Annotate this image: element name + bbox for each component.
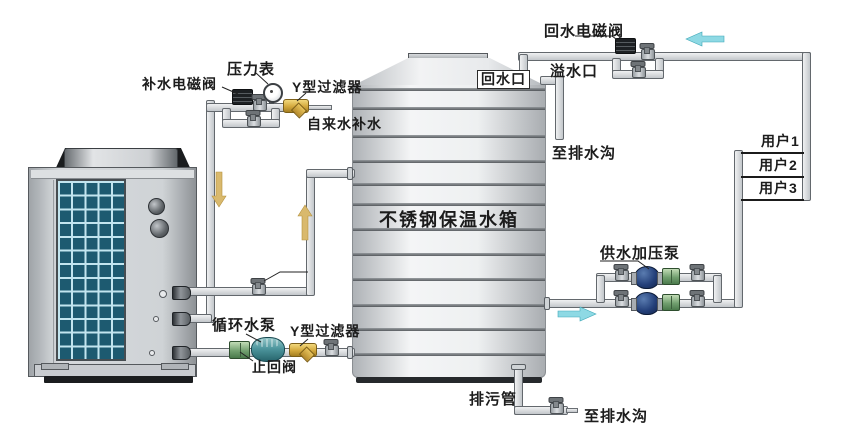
pipe-booster-riser-left [596, 275, 605, 303]
user-branch-line-1 [741, 152, 804, 154]
pipe-tap-water-inlet [306, 105, 332, 110]
booster-lower-valve-left-icon [613, 290, 629, 307]
pipe-drain-outlet [566, 408, 578, 413]
pressure-gauge-icon [263, 83, 283, 103]
label-check-valve: 止回阀 [252, 359, 297, 375]
circulation-valve-icon [323, 339, 339, 356]
pipe-tank-inlet [306, 169, 355, 178]
label-y-filter-bottom: Y型过滤器 [290, 323, 361, 339]
label-return-water-port: 回水口 [477, 70, 530, 89]
heat-pump-dot-3 [149, 350, 155, 356]
heat-pump-dot-1 [159, 290, 167, 298]
booster-pump-upper-icon [631, 266, 663, 289]
heat-pump-side-panel [40, 180, 54, 366]
heat-pump-port-middle [172, 312, 191, 326]
flow-arrow-right-icon [557, 306, 597, 322]
pipe-users-right [802, 52, 811, 201]
label-return-solenoid-valve: 回水电磁阀 [544, 23, 625, 40]
tank-rib [353, 203, 545, 206]
label-user-3: 用户3 [759, 180, 798, 196]
label-tap-water-makeup: 自来水补水 [307, 116, 382, 132]
heat-pump-evaporator-grille [56, 179, 126, 361]
tank-rib [353, 304, 545, 307]
flow-arrow-left-icon [685, 31, 725, 47]
booster-pump-lower-icon [631, 292, 663, 315]
heat-pump-dot-2 [153, 316, 159, 322]
label-to-drain-top: 至排水沟 [552, 145, 617, 162]
heat-pump-knob-1 [148, 198, 165, 215]
tank-rib [353, 107, 545, 110]
tank-rib [353, 88, 545, 91]
heat-pump-port-bottom [172, 346, 191, 360]
heat-pump-port-top [172, 286, 191, 300]
pipe-hot-out-horizontal [186, 287, 312, 296]
tank-rib [353, 160, 545, 163]
tank-rib [353, 135, 545, 138]
heat-pump-base [44, 376, 193, 383]
leader-line [263, 271, 308, 282]
insulated-water-tank [352, 85, 546, 378]
tank-rib [353, 353, 545, 356]
y-filter-top-icon [283, 99, 309, 119]
return-main-valve-icon [639, 43, 655, 60]
label-supply-booster-pump: 供水加压泵 [600, 245, 681, 262]
drain-valve-icon [548, 397, 564, 414]
tank-rib [353, 183, 545, 186]
label-sewage-pipe: 排污管 [469, 391, 518, 408]
pipe-hot-out-riser [306, 171, 315, 296]
booster-lower-check-valve-icon [662, 294, 680, 311]
makeup-bypass-valve-icon [245, 110, 261, 127]
label-user-2: 用户2 [759, 157, 798, 173]
user-branch-line-3 [741, 199, 804, 201]
tank-inlet-collar [347, 167, 353, 180]
tank-rib [353, 278, 545, 281]
return-bypass-valve-icon [630, 61, 646, 78]
user-branch-line-2 [741, 176, 804, 178]
supply-collar [544, 297, 550, 310]
booster-upper-valve-right-icon [689, 264, 705, 281]
pipe-booster-riser-right [713, 275, 722, 303]
booster-upper-check-valve-icon [662, 268, 680, 285]
label-y-filter-top: Y型过滤器 [292, 79, 363, 95]
tank-base [356, 377, 542, 383]
tank-rib [353, 253, 545, 256]
tank-rib [353, 228, 545, 231]
circulation-collar [347, 346, 353, 359]
makeup-solenoid-valve-icon [232, 89, 253, 105]
label-pressure-gauge: 压力表 [227, 61, 276, 78]
tank-rib [353, 328, 545, 331]
heat-pump-top-panel [31, 170, 194, 179]
label-overflow-port: 溢水口 [550, 63, 599, 80]
hot-out-valve-icon [250, 278, 266, 295]
check-valve-icon [229, 341, 250, 359]
label-makeup-solenoid-valve: 补水电磁阀 [142, 76, 217, 92]
heat-pump-knob-2 [150, 219, 169, 238]
label-to-drain-bottom: 至排水沟 [584, 408, 649, 425]
label-tank-name: 不锈钢保温水箱 [379, 210, 519, 230]
drain-pipe-cap [511, 364, 526, 370]
label-user-1: 用户1 [761, 133, 800, 149]
heat-pump-fan-housing [64, 148, 178, 169]
label-circulation-pump: 循环水泵 [212, 317, 277, 334]
pipe-users-left [734, 150, 743, 308]
booster-upper-valve-left-icon [613, 264, 629, 281]
pipe-overflow-down [555, 76, 564, 140]
booster-lower-valve-right-icon [689, 290, 705, 307]
